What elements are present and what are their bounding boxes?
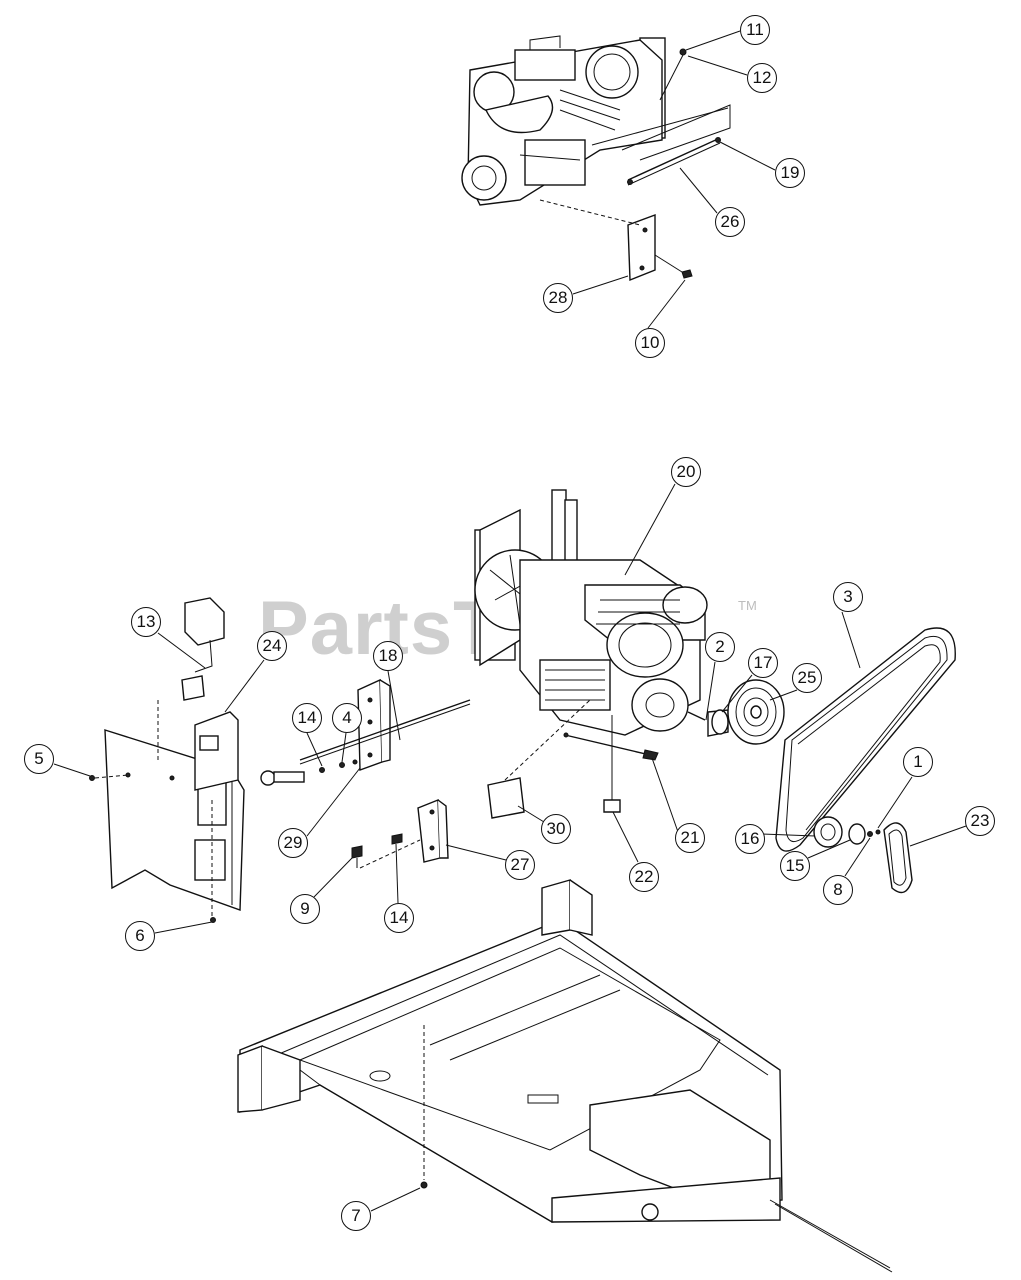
- belt-23: [883, 822, 913, 894]
- part-callout-5: 5: [24, 744, 54, 774]
- part-callout-18: 18: [373, 641, 403, 671]
- part-callout-12: 12: [747, 63, 777, 93]
- chassis-frame-illustration: [237, 879, 783, 1223]
- part-callout-7: 7: [341, 1201, 371, 1231]
- part-callout-3: 3: [833, 582, 863, 612]
- part-callout-14: 14: [384, 903, 414, 933]
- part-callout-4: 4: [332, 703, 362, 733]
- part-callout-24: 24: [257, 631, 287, 661]
- part-callout-26: 26: [715, 207, 745, 237]
- part-callout-16: 16: [735, 824, 765, 854]
- part-callout-9: 9: [290, 894, 320, 924]
- part-callout-11: 11: [740, 15, 770, 45]
- part-callout-21: 21: [675, 823, 705, 853]
- part-callout-15: 15: [780, 851, 810, 881]
- part-callout-8: 8: [823, 875, 853, 905]
- main-engine-illustration: [474, 489, 708, 736]
- part-callout-17: 17: [748, 648, 778, 678]
- part-callout-20: 20: [671, 457, 701, 487]
- pulley-16: [813, 816, 843, 848]
- part-callout-29: 29: [278, 828, 308, 858]
- part-callout-23: 23: [965, 806, 995, 836]
- part-callout-30: 30: [541, 814, 571, 844]
- watermark-trademark: TM: [738, 598, 757, 613]
- pulley-25: [727, 679, 785, 745]
- part-callout-6: 6: [125, 921, 155, 951]
- belt-3: [775, 627, 956, 852]
- part-callout-10: 10: [635, 328, 665, 358]
- part-callout-13: 13: [131, 607, 161, 637]
- part-callout-19: 19: [775, 158, 805, 188]
- part-callout-2: 2: [705, 632, 735, 662]
- tow-chain-illustration: [769, 1199, 893, 1273]
- part-callout-25: 25: [792, 663, 822, 693]
- control-panel-illustration: [104, 597, 245, 920]
- part-callout-22: 22: [629, 862, 659, 892]
- top-engine-illustration: [461, 35, 666, 206]
- part-callout-14: 14: [292, 703, 322, 733]
- part-callout-27: 27: [505, 850, 535, 880]
- part-callout-28: 28: [543, 283, 573, 313]
- part-callout-1: 1: [903, 747, 933, 777]
- leader-lines: [53, 30, 967, 1212]
